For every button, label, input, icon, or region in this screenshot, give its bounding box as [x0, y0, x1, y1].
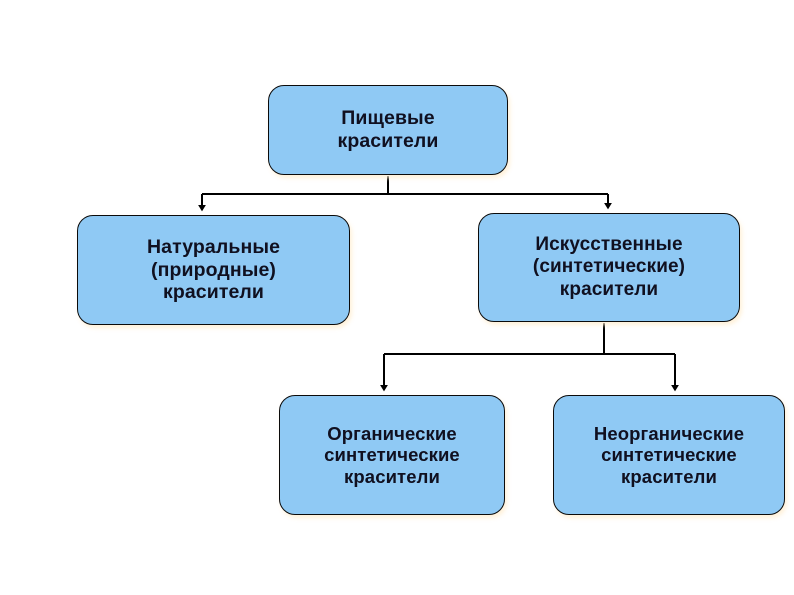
- node-label: Неорганические синтетические красители: [593, 422, 745, 487]
- node-iskusstvennye-krasiteli[interactable]: Искусственные (синтетические) красители: [478, 213, 740, 322]
- node-organicheskie-sinteticheskie-krasiteli[interactable]: Органические синтетические красители: [279, 395, 505, 515]
- connector-root-to-level2: [198, 176, 613, 212]
- node-label: Искусственные (синтетические) красители: [532, 234, 686, 300]
- node-neorganicheskie-sinteticheskie-krasiteli[interactable]: Неорганические синтетические красители: [553, 395, 785, 515]
- node-naturalnye-krasiteli[interactable]: Натуральные (природные) красители: [77, 215, 350, 325]
- node-pishchevye-krasiteli[interactable]: Пищевые красители: [268, 85, 508, 175]
- node-label: Пищевые красители: [337, 107, 439, 152]
- node-label: Органические синтетические красители: [324, 422, 460, 487]
- connector-synthetic-to-level3: [380, 323, 680, 392]
- node-label: Натуральные (природные) красители: [146, 235, 281, 304]
